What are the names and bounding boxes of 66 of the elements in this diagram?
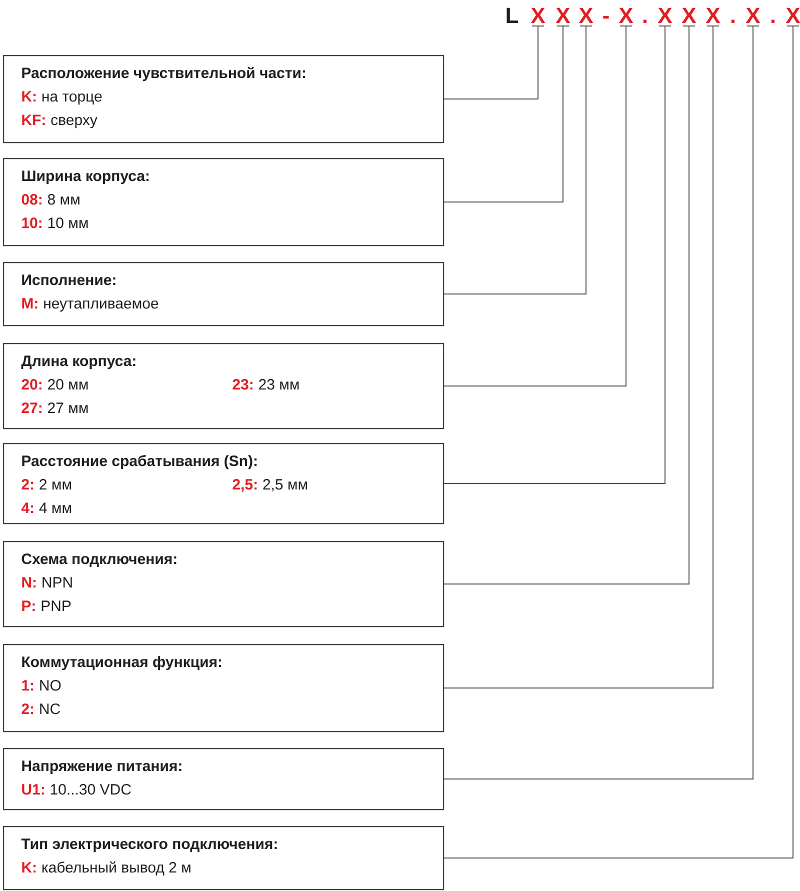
- code-separator: .: [771, 20, 775, 23]
- code-separator: .: [643, 20, 647, 23]
- option-code: KF:: [22, 114, 45, 125]
- code-letter: X: [746, 8, 760, 26]
- code-prefix: L: [506, 8, 518, 23]
- code-letter: X: [706, 8, 720, 26]
- option-code: 1:: [22, 680, 34, 690]
- option-code: K:: [22, 862, 36, 872]
- box-heading: Тип электрического подключения:: [21, 838, 277, 852]
- option-description: 23 мм: [259, 379, 299, 390]
- code-letter: X: [556, 8, 570, 26]
- option-code: K:: [22, 91, 36, 102]
- leader-line: [444, 26, 690, 585]
- leader-line: [444, 26, 794, 859]
- code-letter: X: [530, 8, 546, 26]
- box-heading: Ширина корпуса:: [22, 170, 148, 184]
- option-code: U1:: [22, 784, 44, 795]
- option-description: сверху: [51, 116, 98, 128]
- option-code: P:: [22, 600, 35, 611]
- option-code: N:: [22, 577, 36, 588]
- option-description: 10 мм: [48, 218, 88, 228]
- code-letter: X: [618, 8, 634, 26]
- option-description: 4 мм: [39, 502, 72, 513]
- option-description: PNP: [42, 600, 71, 611]
- code-letter: X: [658, 8, 672, 26]
- option-code: 2:: [22, 479, 34, 490]
- option-code: 08:: [22, 194, 42, 205]
- option-description: кабельный вывод 2 м: [42, 861, 190, 876]
- box-heading: Расположение чувствительной части:: [22, 66, 306, 82]
- option-description: 10...30 VDC: [50, 784, 131, 795]
- option-code: 4:: [21, 502, 34, 513]
- option-description: NC: [40, 704, 60, 714]
- option-code: 2:: [22, 704, 34, 714]
- option-description: 2 мм: [40, 479, 72, 490]
- leader-line: [444, 26, 586, 295]
- option-code: 20:: [22, 379, 42, 390]
- leader-line: [444, 26, 564, 203]
- box-heading: Расстояние срабатывания (Sn):: [22, 455, 257, 470]
- box-heading: Исполнение:: [22, 274, 116, 286]
- option-description: 2,5 мм: [263, 479, 308, 492]
- option-description: NO: [40, 680, 61, 691]
- code-letter: X: [786, 8, 800, 26]
- option-description: неутапливаемое: [44, 300, 158, 312]
- leader-line: [444, 26, 666, 484]
- code-separator: -: [603, 16, 609, 19]
- option-description: 8 мм: [48, 194, 80, 205]
- option-description: на торце: [42, 93, 102, 105]
- box-heading: Коммутационная функция:: [22, 656, 222, 670]
- option-code: M:: [22, 298, 38, 308]
- leader-line: [444, 26, 626, 387]
- leader-line: [444, 26, 754, 780]
- leader-line: [444, 26, 714, 689]
- option-code: 2,5:: [232, 479, 257, 492]
- code-letter: X: [682, 8, 696, 26]
- option-description: NPN: [42, 577, 72, 588]
- option-description: 20 мм: [48, 379, 88, 390]
- box-heading: Длина корпуса:: [21, 356, 136, 370]
- leader-line: [444, 26, 538, 100]
- box-heading: Напряжение питания:: [22, 760, 182, 774]
- code-separator: .: [731, 20, 735, 23]
- code-letter: X: [578, 8, 594, 26]
- option-code: 23:: [232, 379, 252, 390]
- box-heading: Схема подключения:: [22, 554, 176, 567]
- option-code: 27:: [22, 402, 42, 413]
- option-description: 27 мм: [48, 402, 88, 413]
- option-code: 10:: [22, 218, 42, 228]
